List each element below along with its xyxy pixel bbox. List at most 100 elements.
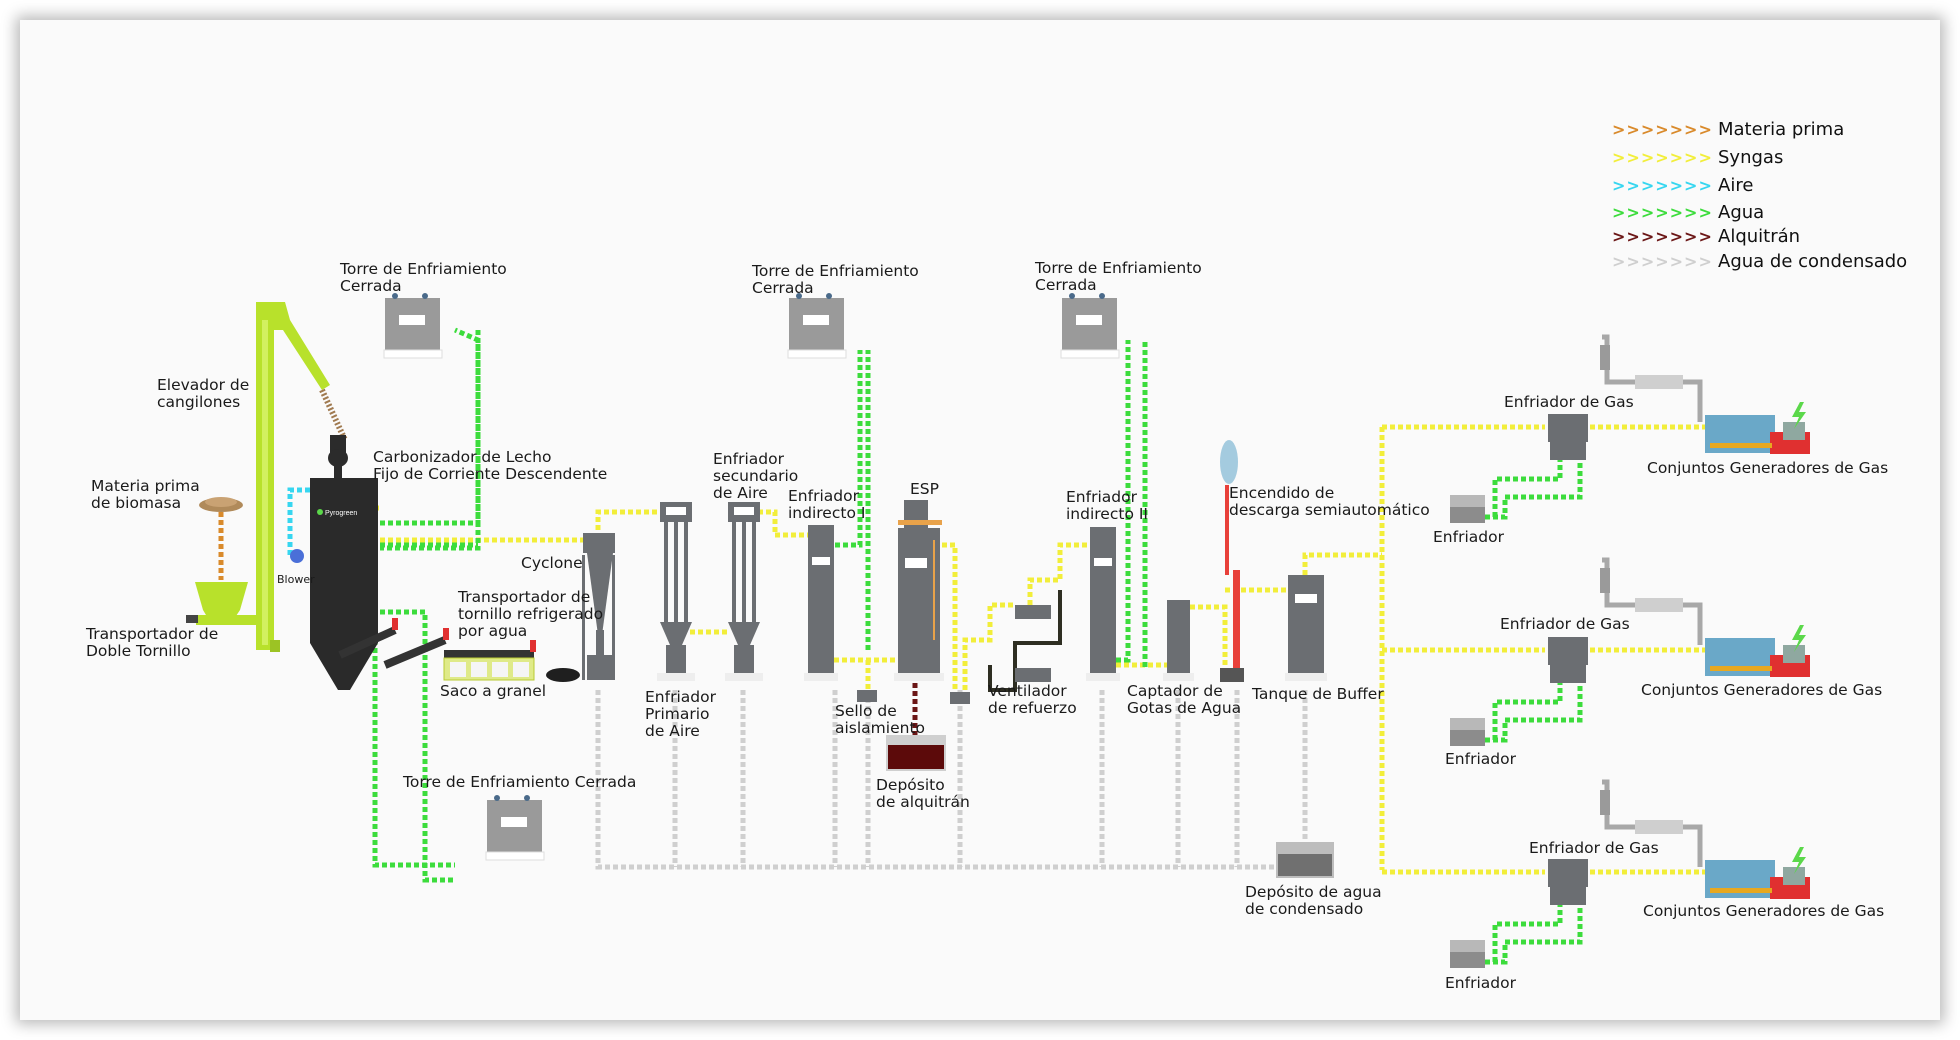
legend-item-agua: >>>>>>> Agua xyxy=(1612,201,1765,223)
bulk-bags xyxy=(443,657,580,682)
label-transportador-doble: Transportador de Doble Tornillo xyxy=(86,625,219,660)
gas-genset xyxy=(1705,847,1810,899)
syngas-to-indirect-2 xyxy=(1027,542,1090,605)
chevron-icon: >>>>>>> xyxy=(1612,251,1713,271)
label-generadores-3: Conjuntos Generadores de Gas xyxy=(1643,902,1885,920)
generator-train-3 xyxy=(1450,779,1810,968)
label-torre-2: Torre de Enfriamiento Cerrada xyxy=(752,262,919,297)
label-materia-biomasa: Materia prima de biomasa xyxy=(91,477,200,512)
chiller xyxy=(1450,495,1485,523)
cooling-tower-4 xyxy=(485,795,545,861)
legend-item-materia-prima: >>>>>>> Materia prima xyxy=(1612,118,1845,140)
cooling-tower-2 xyxy=(787,293,847,359)
equipment-layer: Pyrogreen xyxy=(186,293,1810,968)
chiller-loop-out-3 xyxy=(1492,902,1563,962)
label-saco: Saco a granel xyxy=(440,682,547,700)
label-encendido: Encendido de descarga semiautomático xyxy=(1229,484,1430,519)
label-torre-4: Torre de Enfriamiento Cerrada xyxy=(403,773,637,791)
generator-train-2 xyxy=(1450,557,1810,746)
label-enfriador-secundario: Enfriador secundario de Aire xyxy=(713,450,799,502)
chevron-icon: >>>>>>> xyxy=(1612,147,1713,167)
syngas-to-fan xyxy=(962,602,1015,690)
secondary-air-cooler xyxy=(725,502,763,681)
water-tower1-return xyxy=(380,330,481,551)
gas-genset xyxy=(1705,402,1810,454)
chiller-loop-in-1 xyxy=(1485,457,1583,520)
label-enfriador-indirecto-2: Enfriador indirecto II xyxy=(1066,488,1148,523)
tar-tank xyxy=(886,735,946,771)
water-droplet-catcher xyxy=(1163,600,1194,681)
label-transportador-refrigerado: Transportador de tornillo refrigerado po… xyxy=(458,588,604,640)
isolation-seal-2 xyxy=(950,692,970,704)
exhaust-silencer xyxy=(1600,779,1703,867)
buffer-tank xyxy=(1285,575,1327,681)
syngas-esp-out xyxy=(942,542,958,690)
label-torre-3: Torre de Enfriamiento Cerrada xyxy=(1035,259,1202,294)
esp xyxy=(894,500,944,681)
flare-stack xyxy=(1220,440,1244,682)
chiller-loop-in-3 xyxy=(1485,902,1583,965)
lightning-bolt-icon xyxy=(1792,402,1806,429)
label-enfriador-gas-3: Enfriador de Gas xyxy=(1529,839,1659,857)
indirect-cooler-2 xyxy=(1086,527,1120,681)
label-sello: Sello de aislamiento xyxy=(835,702,926,737)
gas-cooler xyxy=(1548,859,1588,905)
cyclone xyxy=(582,533,615,680)
svg-text:Pyrogreen: Pyrogreen xyxy=(325,510,357,517)
air-coolers xyxy=(657,502,763,681)
label-tanque-buffer: Tanque de Buffer xyxy=(1252,685,1384,703)
syngas-to-flare xyxy=(1190,604,1228,670)
label-enfriador-2: Enfriador xyxy=(1445,750,1516,768)
label-generadores-2: Conjuntos Generadores de Gas xyxy=(1641,681,1883,699)
label-ventilador: Ventilador de refuerzo xyxy=(988,682,1077,717)
label-elevador: Elevador de cangilones xyxy=(157,376,250,411)
chevron-icon: >>>>>>> xyxy=(1612,202,1713,222)
label-deposito-alquitran: Depósito de alquitrán xyxy=(876,776,970,811)
chevron-icon: >>>>>>> xyxy=(1612,175,1713,195)
blower-icon xyxy=(290,549,304,563)
lightning-bolt-icon xyxy=(1792,847,1806,874)
cooling-towers xyxy=(383,293,1120,861)
gas-cooler xyxy=(1548,637,1588,683)
condensate-tank xyxy=(1276,842,1334,878)
cooling-tower-3 xyxy=(1060,293,1120,359)
water-cooled-screw-conveyor xyxy=(338,618,536,669)
label-deposito-condensado: Depósito de agua de condensado xyxy=(1245,883,1382,918)
isolation-seal xyxy=(857,690,877,702)
label-enfriador-1: Enfriador xyxy=(1433,528,1504,546)
water-indirect-2-return xyxy=(1116,340,1131,663)
twin-screw-hopper xyxy=(186,582,256,625)
exhaust-silencer xyxy=(1600,334,1703,422)
syngas-to-indirect-1 xyxy=(758,509,808,538)
chiller xyxy=(1450,718,1485,746)
chiller-loop-in-2 xyxy=(1485,680,1583,743)
label-enfriador-gas-1: Enfriador de Gas xyxy=(1504,393,1634,411)
label-captador: Captador de Gotas de Agua xyxy=(1127,682,1242,717)
syngas-buffer-out xyxy=(1302,552,1382,575)
air-flow xyxy=(287,487,318,555)
gas-cooler xyxy=(1548,414,1588,460)
chevron-icon: >>>>>>> xyxy=(1612,119,1713,139)
brand-logo: Pyrogreen xyxy=(317,509,357,517)
label-blower: Blower xyxy=(277,573,315,586)
flow-lines xyxy=(218,327,1705,965)
biomass-chips xyxy=(199,388,348,512)
legend-item-syngas: >>>>>>> Syngas xyxy=(1612,146,1784,168)
cooling-tower-1 xyxy=(383,293,443,359)
label-enfriador-primario: Enfriador Primario de Aire xyxy=(645,688,716,740)
indirect-cooler-1 xyxy=(804,525,838,681)
condensate-header xyxy=(595,690,1276,870)
booster-fans xyxy=(988,590,1062,692)
label-enfriador-gas-2: Enfriador de Gas xyxy=(1500,615,1630,633)
water-conveyor-loop xyxy=(340,609,455,883)
syngas-to-primary-cooler xyxy=(595,509,660,530)
label-generadores-1: Conjuntos Generadores de Gas xyxy=(1647,459,1889,477)
chiller xyxy=(1450,940,1485,968)
lightning-bolt-icon xyxy=(1792,625,1806,652)
primary-air-cooler xyxy=(657,502,695,681)
chiller-loop-out-2 xyxy=(1492,680,1563,740)
legend-item-agua-condensado: >>>>>>> Agua de condensado xyxy=(1612,250,1908,272)
exhaust-silencer xyxy=(1600,557,1703,645)
water-gasifier-loop-out xyxy=(380,327,481,526)
